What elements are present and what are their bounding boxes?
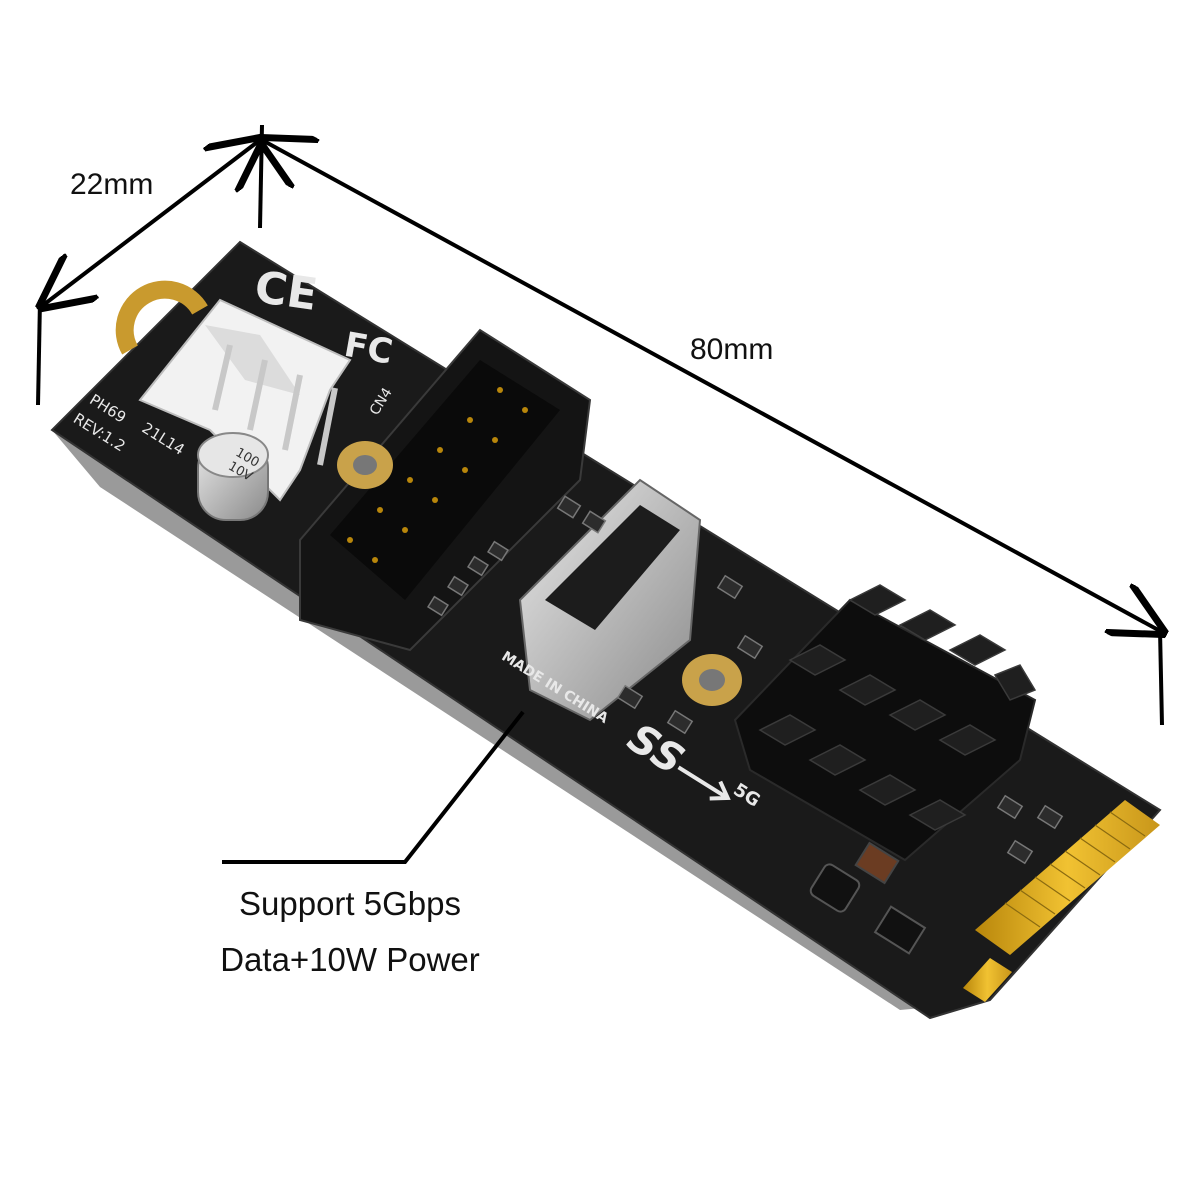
smd-components — [427, 495, 1064, 865]
type-e-connector — [518, 478, 702, 722]
length-dimension-label: 80mm — [690, 333, 774, 366]
callout-line-1: Support 5Gbps — [239, 885, 461, 922]
mounting-notch — [115, 280, 208, 355]
silkscreen-fc-mark: FC — [341, 325, 395, 373]
power-connector — [138, 298, 352, 502]
silkscreen-ce-mark: CE — [252, 262, 321, 321]
callout-leader-line — [222, 710, 525, 864]
gold-fingers — [963, 800, 1160, 1002]
heatsink — [733, 584, 1037, 862]
feature-callout: Support 5Gbps Data+10W Power — [190, 876, 510, 988]
dimension-length-line — [260, 124, 1162, 726]
standoff-right — [682, 654, 742, 706]
inductor — [809, 863, 861, 913]
dimension-width-line — [38, 140, 260, 406]
mosfet — [854, 841, 927, 955]
usb-header-20pin — [299, 328, 592, 652]
standoff-left — [337, 441, 393, 489]
callout-line-2: Data+10W Power — [220, 941, 480, 978]
capacitor — [197, 432, 269, 521]
width-dimension-label: 22mm — [70, 168, 154, 201]
